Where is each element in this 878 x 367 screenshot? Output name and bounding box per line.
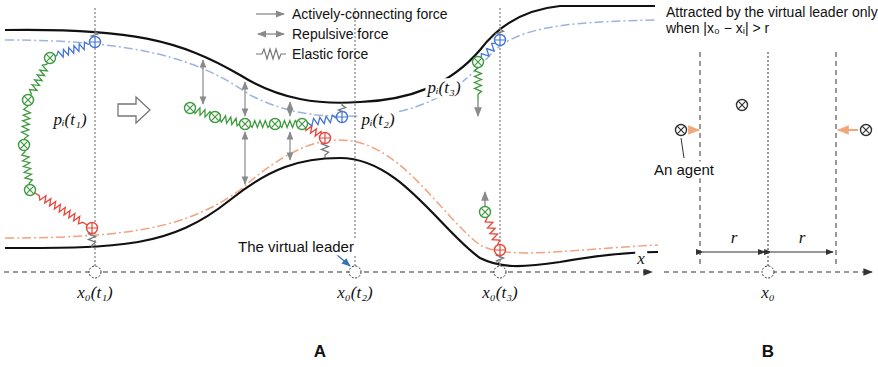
agent	[495, 35, 506, 46]
legend-text: Repulsive force	[292, 26, 389, 42]
repulsive-arrow	[202, 60, 203, 104]
agent	[297, 119, 308, 130]
upper-boundary	[5, 6, 655, 103]
spring	[30, 190, 92, 228]
agent	[45, 53, 56, 64]
leader-pointer	[336, 254, 350, 266]
range-center	[768, 52, 769, 266]
panel-letter: A	[312, 342, 328, 362]
agent	[676, 125, 687, 136]
legend-text: Actively-connecting force	[292, 6, 448, 22]
repulsive-arrow	[244, 82, 245, 116]
red-trajectory	[5, 140, 658, 253]
agent	[210, 112, 221, 123]
agent	[23, 95, 34, 106]
spring	[28, 58, 50, 100]
attraction-arrow	[688, 129, 699, 131]
leader-line	[681, 138, 684, 158]
attraction-arrow	[838, 129, 858, 131]
motion-arrow	[118, 97, 150, 123]
legend-arrow-sample	[256, 13, 284, 14]
label: r	[729, 228, 740, 248]
label: x₀(t₃)	[480, 283, 519, 303]
agent	[240, 119, 251, 130]
spring	[22, 145, 32, 190]
agent	[19, 140, 30, 151]
agent	[337, 112, 348, 123]
leader-guide	[500, 8, 501, 266]
blue-trajectory	[5, 20, 655, 116]
virtual-leader	[494, 266, 506, 278]
virtual-leader	[349, 266, 361, 278]
repulsive-arrow	[289, 102, 290, 116]
spring	[22, 100, 31, 145]
label: x	[635, 249, 647, 269]
panel-note: Attracted by the virtual leader only whe…	[664, 4, 878, 36]
agent	[185, 103, 196, 114]
agent	[473, 57, 484, 68]
virtual-leader	[762, 266, 774, 278]
agent	[25, 185, 36, 196]
repulsive-arrow	[244, 132, 245, 184]
agent	[270, 119, 281, 130]
virtual-leader	[89, 266, 101, 278]
lower-boundary	[5, 158, 658, 266]
legend-double-arrow-sample	[258, 33, 284, 34]
label: x₀	[759, 283, 776, 303]
dimension-line	[703, 252, 765, 253]
label: pᵢ(t₁)	[51, 110, 88, 130]
legend-text: Elastic force	[292, 46, 368, 62]
label: pᵢ(t₃)	[425, 78, 462, 98]
agent	[737, 100, 748, 111]
label: The virtual leader	[236, 238, 356, 255]
label: x₀(t₂)	[335, 283, 374, 303]
label: An agent	[652, 161, 716, 178]
repulsive-arrow	[289, 132, 290, 160]
agent	[90, 37, 101, 48]
label: x₀(t₁)	[75, 283, 114, 303]
active-arrow	[484, 192, 485, 207]
agent	[495, 245, 506, 256]
label: r	[797, 228, 808, 248]
legend-spring-sample	[256, 49, 286, 59]
agent	[861, 125, 872, 136]
agent	[480, 207, 491, 218]
label: pᵢ(t₂)	[359, 110, 396, 130]
range-bound	[700, 52, 701, 268]
agent	[320, 133, 331, 144]
range-bound	[836, 52, 837, 268]
panel-letter: B	[760, 342, 776, 362]
dimension-line	[771, 252, 833, 253]
agent	[87, 223, 98, 234]
active-arrow	[477, 100, 478, 116]
spring	[50, 42, 95, 58]
